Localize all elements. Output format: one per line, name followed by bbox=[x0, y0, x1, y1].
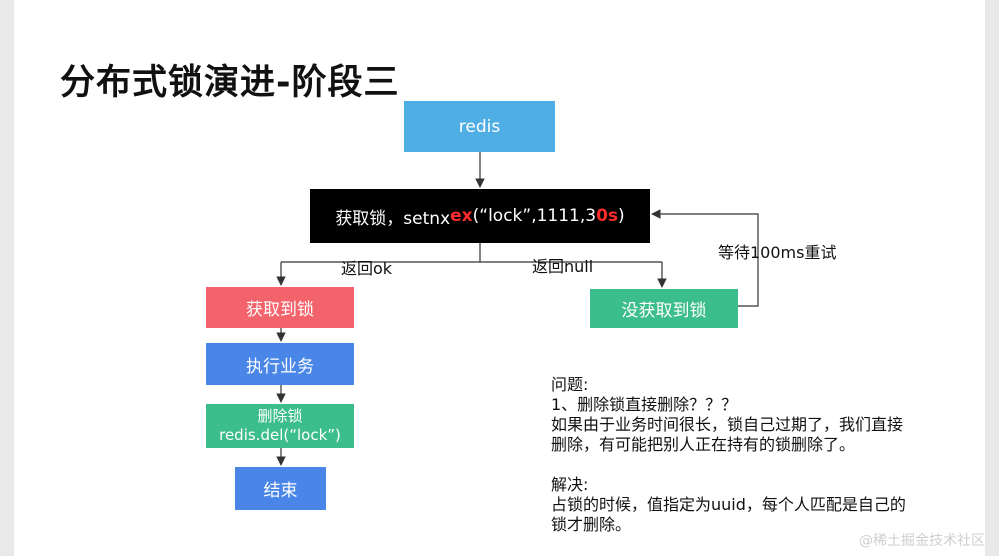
node-redis: redis bbox=[404, 101, 555, 152]
left-frame-edge bbox=[0, 0, 14, 556]
notes-block: 问题: 1、删除锁直接删除？？？ 如果由于业务时间很长，锁自己过期了，我们直接 … bbox=[551, 375, 906, 535]
label-retry: 等待100ms重试 bbox=[718, 243, 837, 262]
watermark: @稀土掘金技术社区 bbox=[859, 533, 985, 549]
note-line: 1、删除锁直接删除？？？ bbox=[551, 395, 738, 414]
label-return-ok: 返回ok bbox=[341, 259, 393, 278]
slide-title: 分布式锁演进-阶段三 bbox=[60, 63, 400, 103]
label-return-null: 返回null bbox=[532, 257, 594, 276]
delete-lock-title: 删除锁 bbox=[257, 407, 303, 425]
node-execute-business: 执行业务 bbox=[206, 343, 354, 385]
delete-lock-code: redis.del(“lock”) bbox=[219, 426, 341, 444]
setnx-ex-highlight: ex bbox=[450, 206, 473, 226]
node-end: 结束 bbox=[235, 467, 326, 510]
setnx-timeout-highlight: 0s bbox=[596, 206, 619, 226]
node-got-lock: 获取到锁 bbox=[206, 287, 354, 328]
note-line: 问题: bbox=[551, 375, 589, 394]
setnx-prefix: 获取锁，setnx bbox=[335, 208, 451, 229]
retry-loop-arrow bbox=[651, 209, 759, 307]
note-line: 占锁的时候，值指定为uuid，每个人匹配是自己的 bbox=[551, 495, 906, 514]
setnx-suffix: ) bbox=[618, 206, 625, 226]
note-line: 如果由于业务时间很长，锁自己过期了，我们直接 bbox=[551, 415, 904, 434]
setnx-args: (“lock”,1111,3 bbox=[472, 206, 597, 226]
note-line bbox=[551, 455, 906, 475]
node-delete-lock: 删除锁 redis.del(“lock”) bbox=[206, 404, 354, 448]
right-frame-edge bbox=[985, 0, 999, 556]
note-line: 解决: bbox=[551, 475, 589, 494]
note-line: 删除，有可能把别人正在持有的锁删除了。 bbox=[551, 435, 856, 454]
note-line: 锁才删除。 bbox=[551, 515, 632, 534]
node-not-got-lock: 没获取到锁 bbox=[590, 289, 738, 328]
